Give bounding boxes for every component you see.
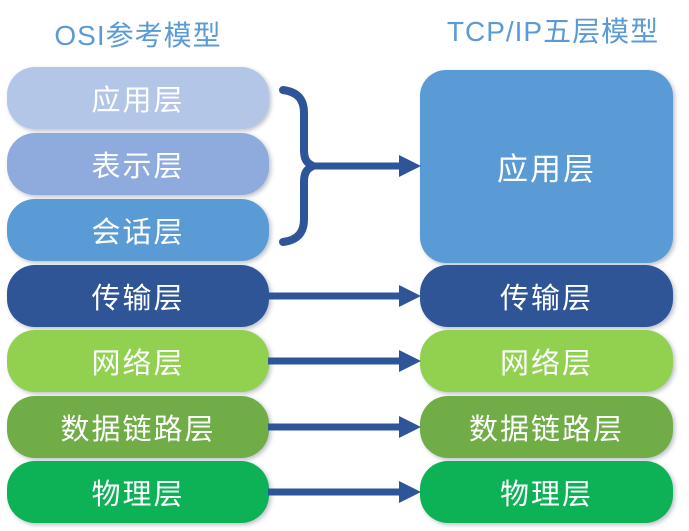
connector-group — [268, 86, 421, 503]
arrow-physical-icon — [268, 481, 421, 503]
osi-layer-network: 网络层 — [7, 330, 269, 392]
tcpip-layer-network: 网络层 — [420, 330, 673, 392]
osi-layer-session: 会话层 — [7, 199, 269, 261]
arrow-application-icon — [313, 155, 421, 177]
arrow-datalink-icon — [268, 416, 421, 438]
brace-icon — [279, 86, 324, 246]
osi-layer-physical: 物理层 — [7, 461, 269, 523]
tcpip-layer-application: 应用层 — [420, 70, 673, 263]
tcpip-layer-datalink: 数据链路层 — [420, 396, 673, 458]
arrow-transport-icon — [268, 285, 421, 307]
osi-layer-datalink: 数据链路层 — [7, 396, 269, 458]
osi-layer-transport: 传输层 — [7, 265, 269, 327]
osi-layer-presentation: 表示层 — [7, 133, 269, 195]
osi-model-title: OSI参考模型 — [54, 20, 222, 51]
tcpip-layer-transport: 传输层 — [420, 265, 673, 327]
tcpip-model-title: TCP/IP五层模型 — [446, 16, 660, 47]
arrow-network-icon — [268, 350, 421, 372]
osi-layer-application: 应用层 — [7, 67, 269, 129]
tcpip-layer-physical: 物理层 — [420, 461, 673, 523]
